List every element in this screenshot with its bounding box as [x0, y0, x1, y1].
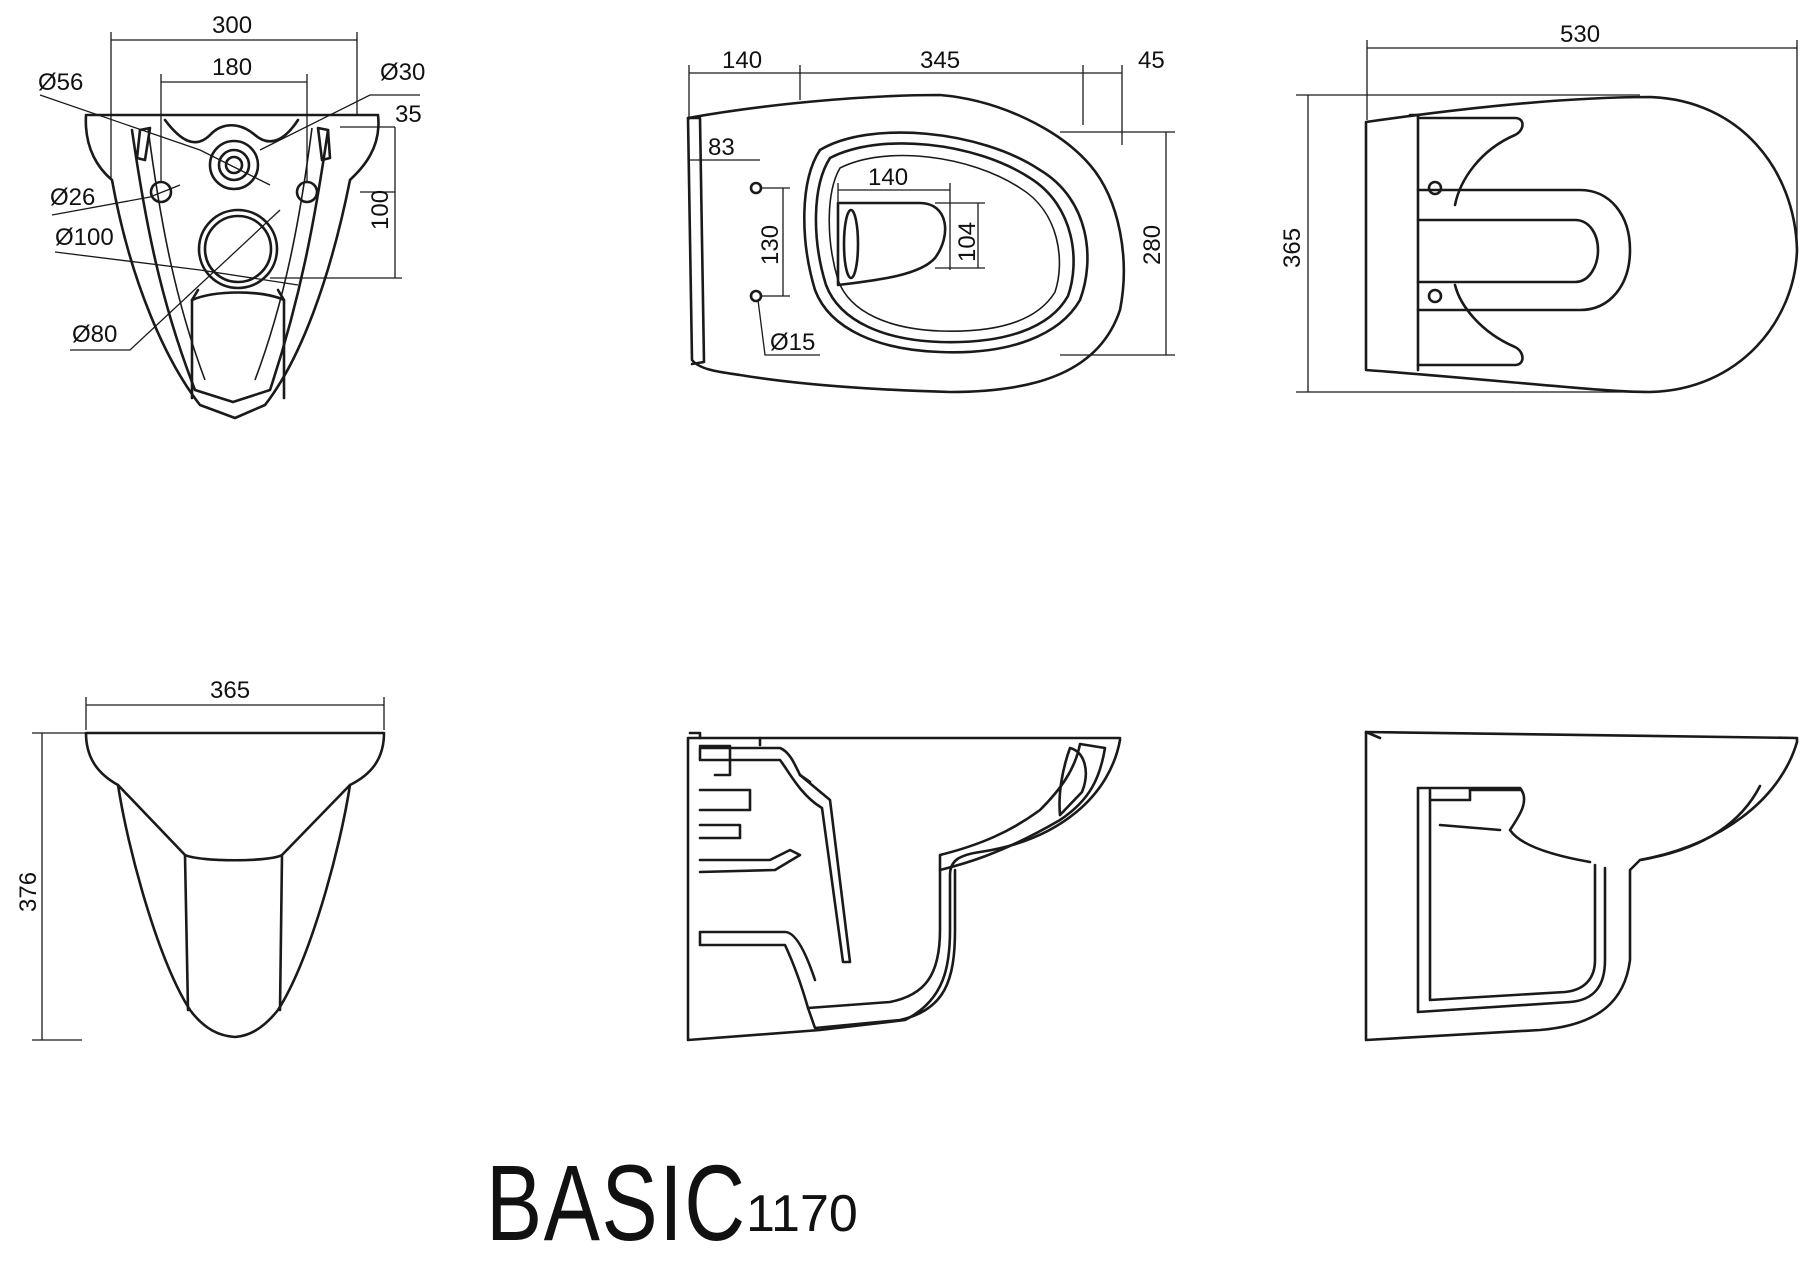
top-len-140-label: 140: [722, 47, 762, 74]
rear-spacing-180-label: 180: [212, 54, 252, 81]
model-number: 1170: [746, 1185, 858, 1243]
top-height-280-label: 280: [1139, 225, 1166, 265]
rear-view: 300 180 Ø56 Ø30 35 Ø26 100 Ø100 Ø80: [38, 12, 425, 420]
rear-dia-100-label: Ø100: [55, 224, 114, 251]
top-len-45-label: 45: [1138, 47, 1165, 74]
top-dia-15-label: Ø15: [770, 329, 815, 356]
rear-dia-26-label: Ø26: [50, 184, 95, 211]
front-width-365-label: 365: [210, 677, 250, 704]
top-height-104-label: 104: [954, 222, 981, 262]
top-view: 140 345 45 83 140 130 104 280 Ø15: [686, 47, 1175, 394]
rear-offset-35-label: 35: [395, 101, 422, 128]
front-view: 365 376: [15, 677, 386, 1041]
tr-length-530-label: 530: [1560, 21, 1600, 48]
top-height-130-label: 130: [757, 225, 784, 265]
model-name: BASIC: [486, 1142, 747, 1263]
top-len-83-label: 83: [708, 134, 735, 161]
rear-dia-80-label: Ø80: [72, 321, 117, 348]
model-title: BASIC 1170: [486, 1140, 858, 1265]
top-right-view: 530 365: [1279, 21, 1799, 394]
side-section-view: [686, 731, 1122, 1042]
front-height-376-label: 376: [15, 872, 42, 912]
rear-dia-56-label: Ø56: [38, 69, 83, 96]
rear-width-300-label: 300: [212, 12, 252, 39]
side-view: [1364, 730, 1799, 1042]
rear-dia-30-label: Ø30: [380, 59, 425, 86]
top-inner-140-label: 140: [868, 164, 908, 191]
rear-height-100-label: 100: [367, 190, 394, 230]
top-len-345-label: 345: [920, 47, 960, 74]
tr-width-365-label: 365: [1279, 228, 1306, 268]
